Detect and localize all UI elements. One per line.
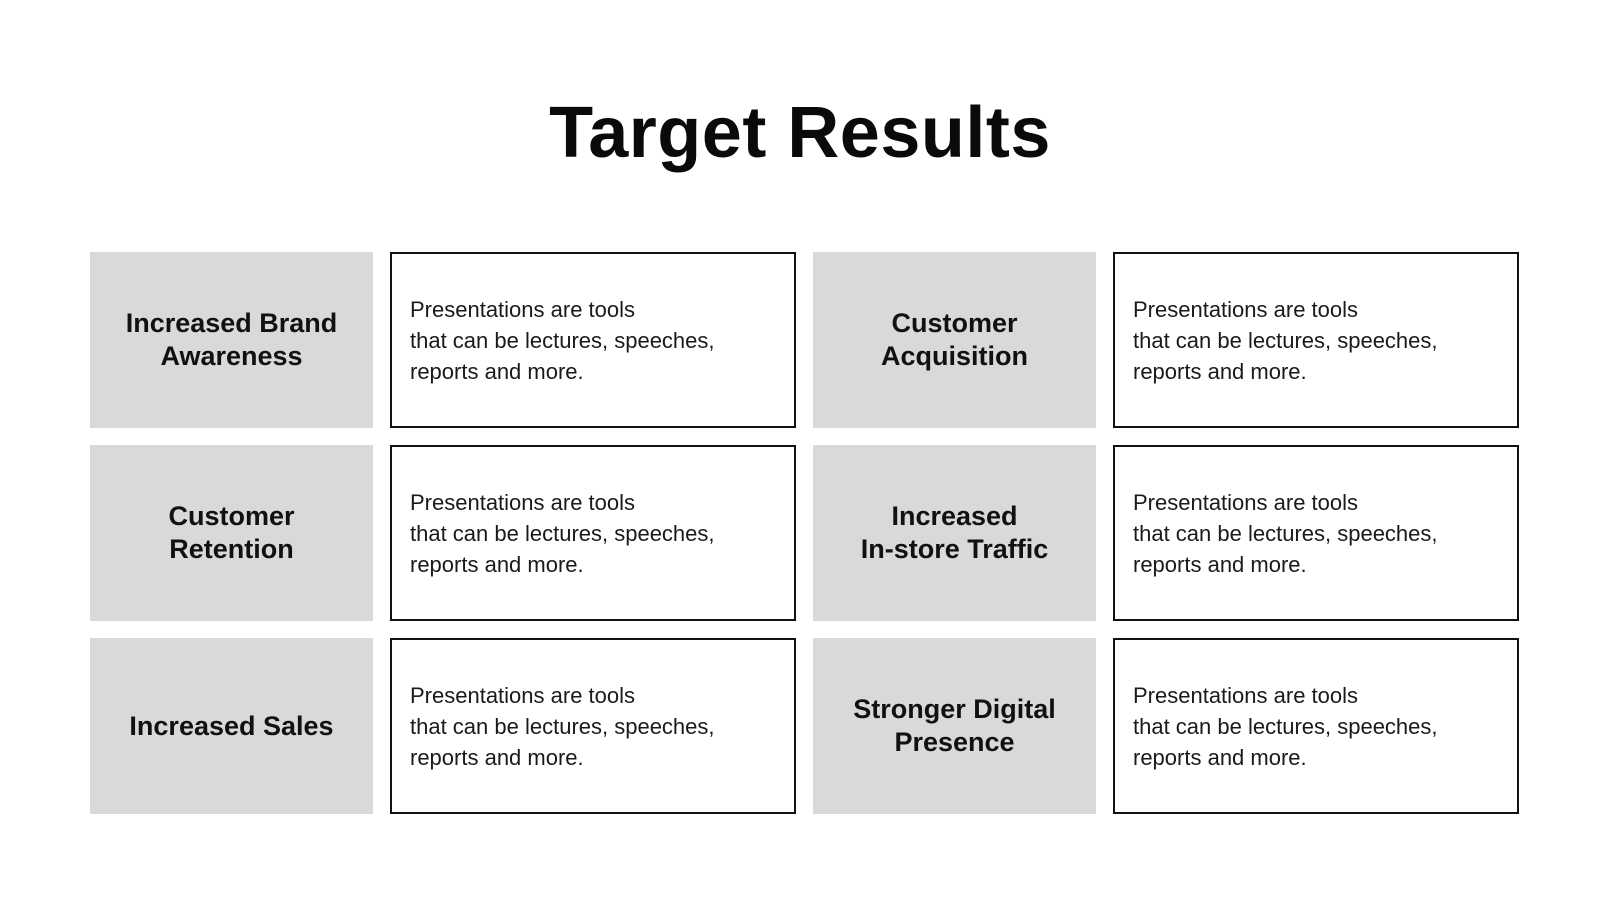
result-description: Presentations are tools that can be lect…: [1133, 682, 1438, 770]
result-label: Customer Retention: [168, 501, 295, 564]
result-description-box: Presentations are tools that can be lect…: [390, 638, 796, 814]
result-description: Presentations are tools that can be lect…: [410, 682, 715, 770]
result-description-box: Presentations are tools that can be lect…: [1113, 638, 1519, 814]
result-description: Presentations are tools that can be lect…: [410, 489, 715, 577]
result-label: Increased Sales: [129, 710, 334, 741]
result-label-box: Customer Retention: [90, 445, 373, 621]
result-description: Presentations are tools that can be lect…: [1133, 296, 1438, 384]
result-label: Increased Brand Awareness: [125, 308, 338, 371]
result-label-box: Stronger Digital Presence: [813, 638, 1096, 814]
result-label-box: Increased In-store Traffic: [813, 445, 1096, 621]
result-label: Stronger Digital Presence: [853, 694, 1056, 757]
result-description: Presentations are tools that can be lect…: [1133, 489, 1438, 577]
result-description-box: Presentations are tools that can be lect…: [390, 252, 796, 428]
slide-title: Target Results: [549, 93, 1051, 173]
result-description-box: Presentations are tools that can be lect…: [1113, 252, 1519, 428]
result-description: Presentations are tools that can be lect…: [410, 296, 715, 384]
result-description-box: Presentations are tools that can be lect…: [1113, 445, 1519, 621]
result-label: Increased In-store Traffic: [860, 501, 1049, 564]
results-grid: Increased Brand Awareness Presentations …: [90, 252, 1519, 814]
result-label-box: Increased Sales: [90, 638, 373, 814]
result-label-box: Customer Acquisition: [813, 252, 1096, 428]
result-label: Customer Acquisition: [881, 308, 1028, 371]
result-description-box: Presentations are tools that can be lect…: [390, 445, 796, 621]
result-label-box: Increased Brand Awareness: [90, 252, 373, 428]
